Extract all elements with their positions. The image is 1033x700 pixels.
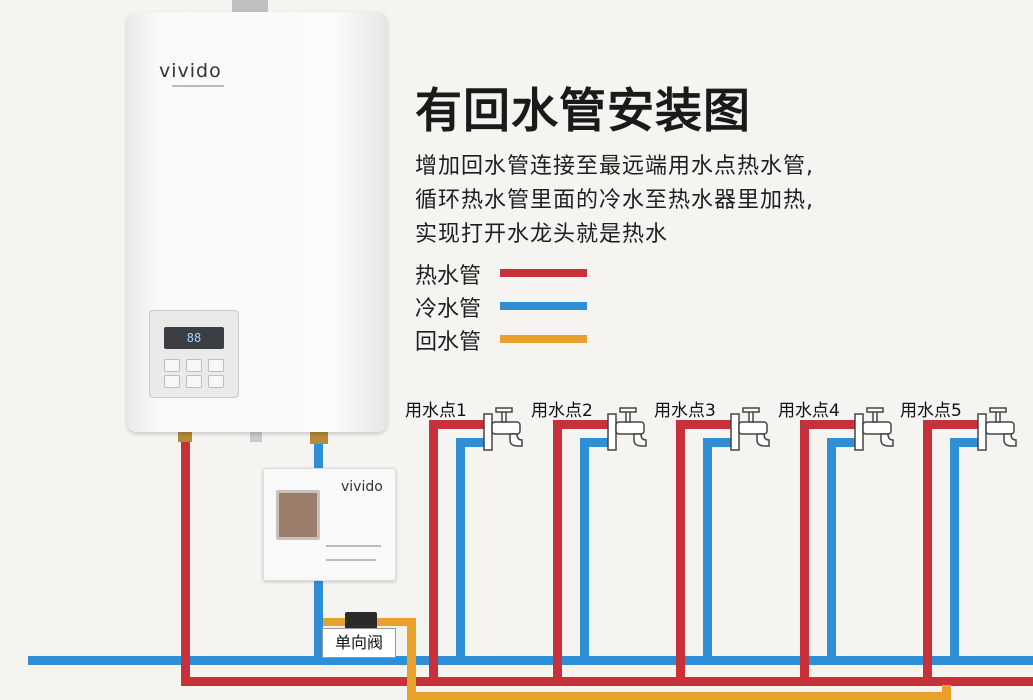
legend-hot-swatch — [500, 269, 587, 277]
legend-return-swatch — [500, 335, 587, 343]
faucet-icon[interactable] — [607, 407, 647, 451]
water-point-label-4: 用水点4 — [778, 401, 840, 421]
faucet-icon[interactable] — [730, 407, 770, 451]
page-title: 有回水管安装图 — [415, 84, 751, 139]
description-line-3: 实现打开水龙头就是热水 — [415, 222, 669, 247]
water-point-label-5: 用水点5 — [900, 401, 962, 421]
panel-button[interactable] — [164, 359, 180, 372]
faucet-icon[interactable] — [483, 407, 523, 451]
branch-2 — [553, 420, 608, 686]
panel-button[interactable] — [208, 359, 224, 372]
heater-display: 88 — [164, 327, 224, 349]
panel-button[interactable] — [208, 375, 224, 388]
panel-button[interactable] — [164, 375, 180, 388]
return-pipe-vertical — [407, 618, 416, 700]
legend-return: 回水管 — [415, 324, 587, 355]
water-point-label-3: 用水点3 — [654, 401, 716, 421]
heater-hot-outlet-pipe — [181, 438, 190, 686]
description-line-1: 增加回水管连接至最远端用水点热水管, — [415, 154, 814, 179]
heater-flue — [232, 0, 268, 14]
heater-control-panel: 88 — [149, 310, 239, 398]
controller-text-line — [326, 545, 381, 547]
branch-5 — [923, 420, 978, 686]
water-heater: vivido 88 — [127, 12, 387, 432]
legend-return-label: 回水管 — [415, 330, 482, 355]
branch-4 — [800, 420, 855, 686]
legend-cold-swatch — [500, 302, 587, 310]
legend-hot-label: 热水管 — [415, 264, 482, 289]
controller-text-line — [326, 559, 376, 561]
circulation-controller: vivido — [263, 468, 396, 581]
branch-3 — [676, 420, 731, 686]
check-valve-label: 单向阀 — [322, 628, 396, 658]
controller-screen — [276, 490, 320, 540]
return-pipe-bottom — [407, 692, 951, 700]
check-valve — [345, 612, 377, 632]
heater-logo-tagline — [172, 85, 224, 87]
water-point-label-2: 用水点2 — [531, 401, 593, 421]
cold-main-pipe — [28, 656, 1033, 665]
panel-button[interactable] — [186, 359, 202, 372]
description-line-2: 循环热水管里面的冷水至热水器里加热, — [415, 188, 814, 213]
heater-connector-right — [310, 428, 328, 444]
water-point-label-1: 用水点1 — [405, 401, 467, 421]
branch-1 — [429, 420, 484, 686]
panel-button[interactable] — [186, 375, 202, 388]
legend-hot: 热水管 — [415, 258, 587, 289]
controller-brand-logo: vivido — [341, 479, 383, 495]
heater-cold-inlet-pipe — [314, 440, 323, 468]
heater-brand-logo: vivido — [159, 60, 222, 82]
legend-cold: 冷水管 — [415, 291, 587, 322]
faucet-icon[interactable] — [854, 407, 894, 451]
controller-cold-pipe — [314, 578, 323, 665]
faucet-icon[interactable] — [977, 407, 1017, 451]
hot-main-pipe — [181, 677, 1033, 686]
legend-cold-label: 冷水管 — [415, 297, 482, 322]
